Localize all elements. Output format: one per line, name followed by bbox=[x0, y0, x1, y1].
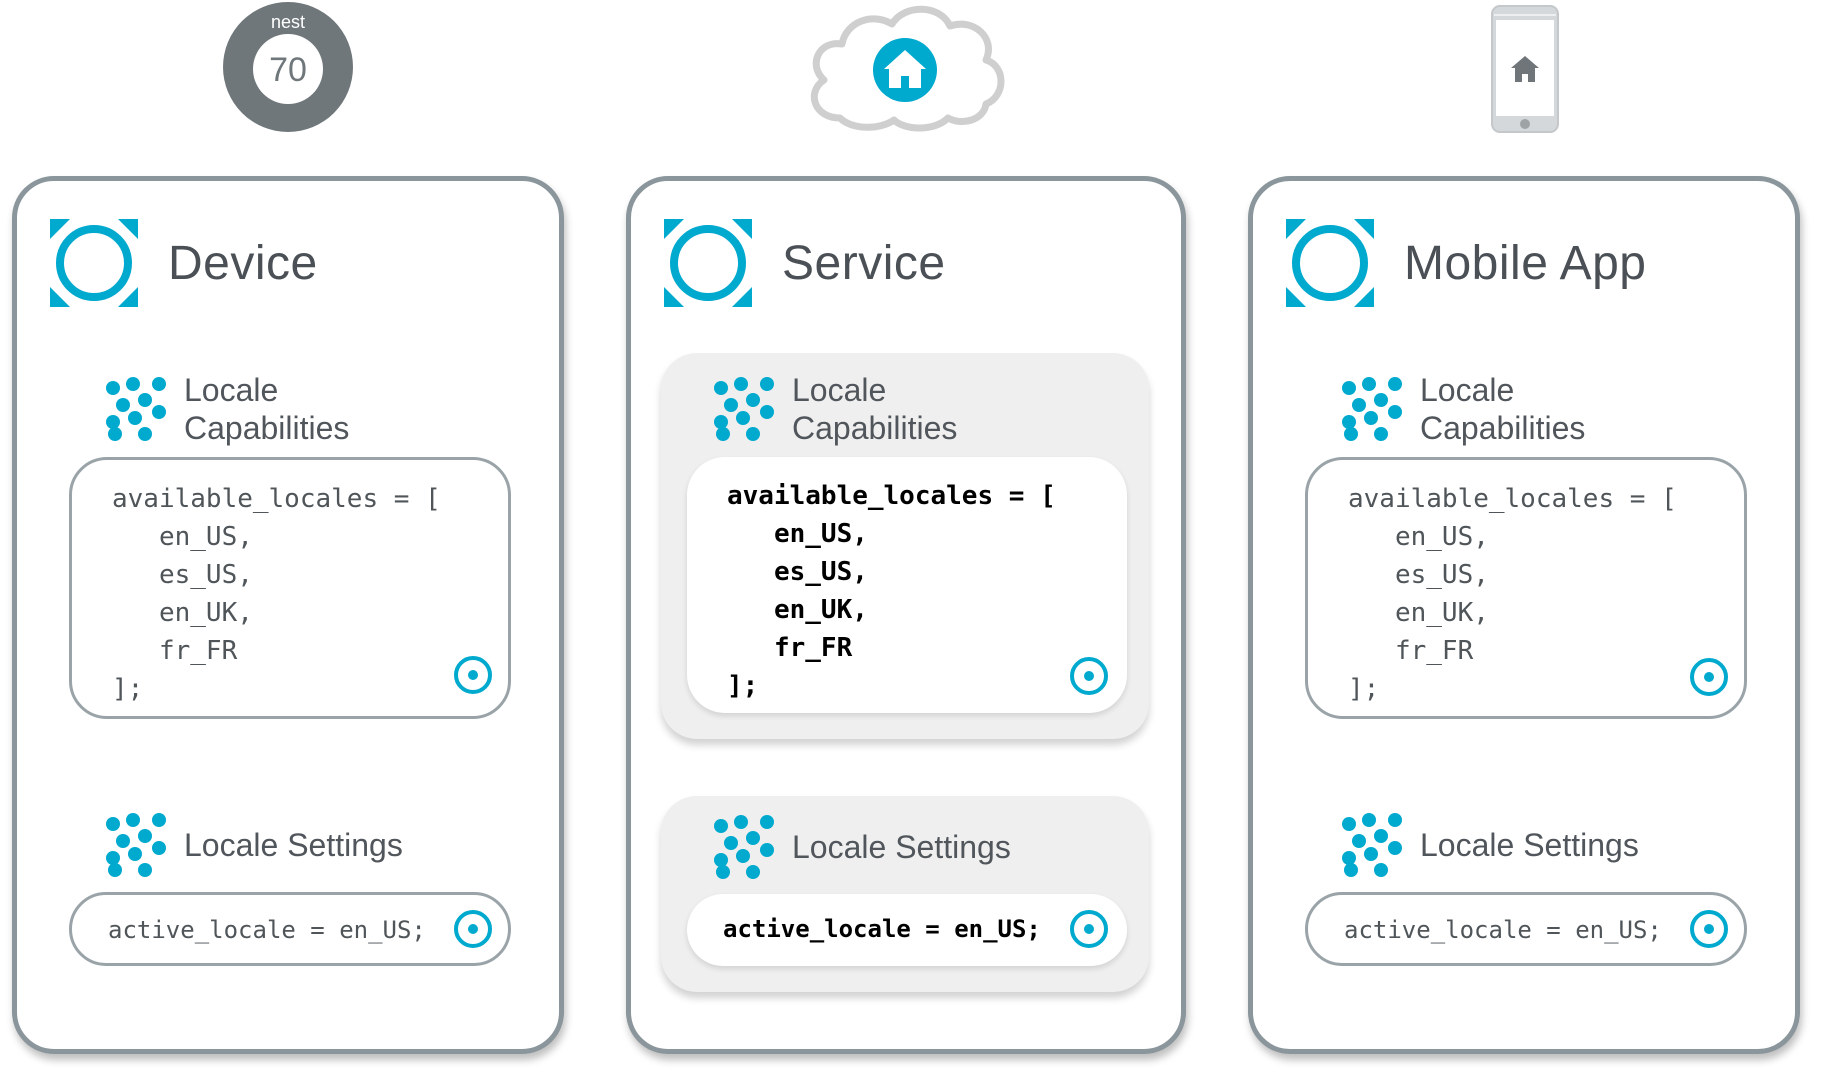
settings-code-box: active_locale = en_US; bbox=[1305, 892, 1747, 966]
frame-ring-icon bbox=[664, 219, 752, 307]
target-icon[interactable] bbox=[1068, 655, 1110, 697]
settings-code-box: active_locale = en_US; bbox=[687, 894, 1127, 966]
frame-ring-icon bbox=[1286, 219, 1374, 307]
capabilities-code: available_locales = [ en_US, es_US, en_U… bbox=[727, 481, 1056, 701]
panel-title: Service bbox=[782, 236, 946, 290]
nest-brand-label: nest bbox=[271, 12, 305, 32]
target-icon[interactable] bbox=[452, 654, 494, 696]
mobile-app-panel: Mobile App Locale Capabilities available… bbox=[1248, 176, 1800, 1054]
capabilities-label-line2: Capabilities bbox=[1420, 410, 1586, 446]
locale-capabilities-heading: Locale Capabilities bbox=[105, 371, 349, 447]
target-icon[interactable] bbox=[1688, 908, 1730, 950]
cloud-home-icon bbox=[810, 5, 1005, 132]
locale-settings-heading: Locale Settings bbox=[713, 814, 1011, 880]
service-header: Service bbox=[664, 219, 946, 307]
capabilities-label-line1: Locale bbox=[1420, 372, 1515, 408]
dots-cluster-icon bbox=[105, 376, 171, 442]
capabilities-code-box: available_locales = [ en_US, es_US, en_U… bbox=[687, 457, 1127, 713]
settings-code: active_locale = en_US; bbox=[1344, 916, 1662, 944]
capabilities-code: available_locales = [ en_US, es_US, en_U… bbox=[112, 484, 441, 704]
locale-settings-heading: Locale Settings bbox=[105, 812, 403, 878]
panel-title: Mobile App bbox=[1404, 236, 1647, 290]
service-panel: Service Locale Capabilities available_lo… bbox=[626, 176, 1186, 1054]
dots-cluster-icon bbox=[1341, 376, 1407, 442]
target-icon[interactable] bbox=[452, 908, 494, 950]
capabilities-code-box: available_locales = [ en_US, es_US, en_U… bbox=[1305, 457, 1747, 719]
capabilities-label-line1: Locale bbox=[792, 372, 887, 408]
settings-label: Locale Settings bbox=[184, 827, 403, 863]
settings-label: Locale Settings bbox=[792, 829, 1011, 865]
nest-thermostat-icon: nest 70 bbox=[223, 2, 353, 132]
target-icon[interactable] bbox=[1068, 908, 1110, 950]
locale-settings-heading: Locale Settings bbox=[1341, 812, 1639, 878]
mobile-app-header: Mobile App bbox=[1286, 219, 1647, 307]
capabilities-label-line2: Capabilities bbox=[792, 410, 958, 446]
locale-capabilities-heading: Locale Capabilities bbox=[713, 371, 957, 447]
target-icon[interactable] bbox=[1688, 656, 1730, 698]
settings-code: active_locale = en_US; bbox=[108, 916, 426, 944]
locale-capabilities-heading: Locale Capabilities bbox=[1341, 371, 1585, 447]
capabilities-label-line1: Locale bbox=[184, 372, 279, 408]
capabilities-code-box: available_locales = [ en_US, es_US, en_U… bbox=[69, 457, 511, 719]
capabilities-code: available_locales = [ en_US, es_US, en_U… bbox=[1348, 484, 1677, 704]
settings-code: active_locale = en_US; bbox=[723, 915, 1041, 943]
capabilities-label-line2: Capabilities bbox=[184, 410, 350, 446]
dots-cluster-icon bbox=[713, 376, 779, 442]
panel-title: Device bbox=[168, 236, 318, 290]
dots-cluster-icon bbox=[105, 812, 171, 878]
thermostat-temperature: 70 bbox=[269, 51, 307, 89]
device-header: Device bbox=[50, 219, 318, 307]
dots-cluster-icon bbox=[713, 814, 779, 880]
frame-ring-icon bbox=[50, 219, 138, 307]
settings-code-box: active_locale = en_US; bbox=[69, 892, 511, 966]
dots-cluster-icon bbox=[1341, 812, 1407, 878]
phone-home-icon bbox=[1491, 5, 1559, 133]
settings-label: Locale Settings bbox=[1420, 827, 1639, 863]
device-panel: Device Locale Capabilities available_loc… bbox=[12, 176, 564, 1054]
